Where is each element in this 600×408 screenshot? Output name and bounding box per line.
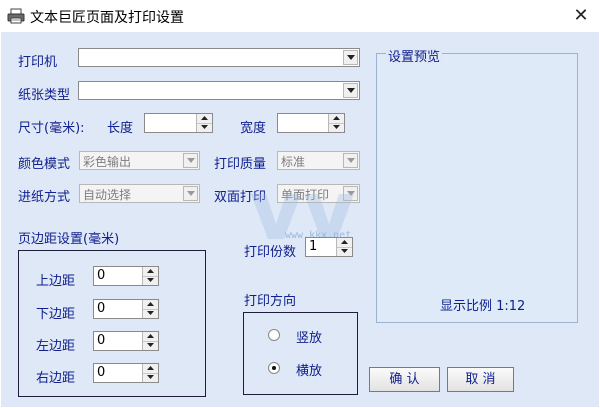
watermark-text: www.kkx.net (285, 230, 352, 241)
paper-feed-label: 进纸方式 (18, 190, 71, 205)
left-margin-value: 0 (97, 333, 106, 348)
bottom-margin-label: 下边距 (36, 307, 76, 322)
watermark-logo (251, 194, 354, 239)
orientation-groupbox (243, 312, 358, 395)
close-button[interactable]: ✕ (573, 5, 589, 26)
portrait-radio[interactable] (268, 329, 280, 341)
printer-app-icon (7, 8, 25, 24)
spin-down-icon[interactable] (329, 123, 344, 132)
bottom-margin-value: 0 (97, 301, 106, 316)
top-margin-spinner[interactable]: 0 (93, 266, 159, 286)
color-mode-select[interactable]: 彩色输出 (79, 151, 200, 170)
color-mode-label: 颜色模式 (18, 157, 71, 172)
spin-up-icon[interactable] (143, 364, 158, 374)
cancel-button[interactable]: 取 消 (447, 367, 514, 392)
spin-up-icon[interactable] (329, 114, 344, 124)
chevron-down-icon[interactable] (183, 186, 198, 201)
spin-down-icon[interactable] (143, 373, 158, 382)
landscape-radio[interactable] (268, 362, 280, 374)
paper-feed-select[interactable]: 自动选择 (79, 184, 200, 203)
right-margin-label: 右边距 (36, 371, 76, 386)
window-title: 文本巨匠页面及打印设置 (30, 10, 184, 26)
duplex-select[interactable]: 单面打印 (277, 184, 360, 203)
bottom-margin-spinner[interactable]: 0 (93, 299, 159, 319)
size-label: 尺寸(毫米): (18, 121, 85, 136)
copies-label: 打印份数 (244, 245, 297, 260)
print-quality-value: 标准 (281, 155, 306, 169)
print-quality-label: 打印质量 (214, 157, 267, 172)
left-margin-spinner[interactable]: 0 (93, 331, 159, 351)
landscape-label[interactable]: 横放 (296, 364, 323, 379)
length-label: 长度 (107, 121, 134, 136)
portrait-label[interactable]: 竖放 (296, 331, 323, 346)
spin-up-icon[interactable] (143, 267, 158, 277)
paper-type-label: 纸张类型 (18, 88, 71, 103)
margins-groupbox (18, 250, 206, 397)
printer-label: 打印机 (18, 55, 58, 70)
paper-feed-value: 自动选择 (83, 188, 132, 202)
radio-selected-dot (272, 366, 276, 370)
chevron-down-icon[interactable] (343, 83, 358, 98)
printer-select[interactable] (78, 48, 360, 67)
spin-up-icon[interactable] (143, 300, 158, 310)
length-spinner[interactable] (144, 113, 213, 133)
right-margin-spinner[interactable]: 0 (93, 363, 159, 383)
copies-value: 1 (309, 239, 318, 254)
width-spinner[interactable] (277, 113, 345, 133)
width-label: 宽度 (240, 121, 267, 136)
orientation-title: 打印方向 (244, 294, 297, 309)
preview-panel (376, 53, 578, 323)
ok-button[interactable]: 确 认 (369, 367, 440, 392)
spin-down-icon[interactable] (143, 309, 158, 318)
top-margin-value: 0 (97, 268, 106, 283)
spin-up-icon[interactable] (197, 114, 212, 124)
print-quality-select[interactable]: 标准 (277, 151, 360, 170)
left-margin-label: 左边距 (36, 339, 76, 354)
spin-down-icon[interactable] (143, 276, 158, 285)
title-bar: 文本巨匠页面及打印设置 ✕ (0, 0, 600, 32)
scale-text: 显示比例 1:12 (440, 299, 526, 314)
top-margin-label: 上边距 (36, 274, 76, 289)
paper-type-select[interactable] (78, 81, 360, 100)
preview-title: 设置预览 (386, 46, 443, 65)
chevron-down-icon[interactable] (343, 186, 358, 201)
copies-spinner[interactable]: 1 (305, 237, 353, 257)
chevron-down-icon[interactable] (343, 50, 358, 65)
duplex-label: 双面打印 (214, 190, 267, 205)
color-mode-value: 彩色输出 (83, 155, 132, 169)
spin-up-icon[interactable] (143, 332, 158, 342)
duplex-value: 单面打印 (281, 188, 330, 202)
spin-down-icon[interactable] (197, 123, 212, 132)
margins-title: 页边距设置(毫米) (18, 232, 120, 247)
chevron-down-icon[interactable] (343, 153, 358, 168)
spin-down-icon[interactable] (337, 247, 352, 256)
spin-up-icon[interactable] (337, 238, 352, 248)
chevron-down-icon[interactable] (183, 153, 198, 168)
right-margin-value: 0 (97, 365, 106, 380)
spin-down-icon[interactable] (143, 341, 158, 350)
